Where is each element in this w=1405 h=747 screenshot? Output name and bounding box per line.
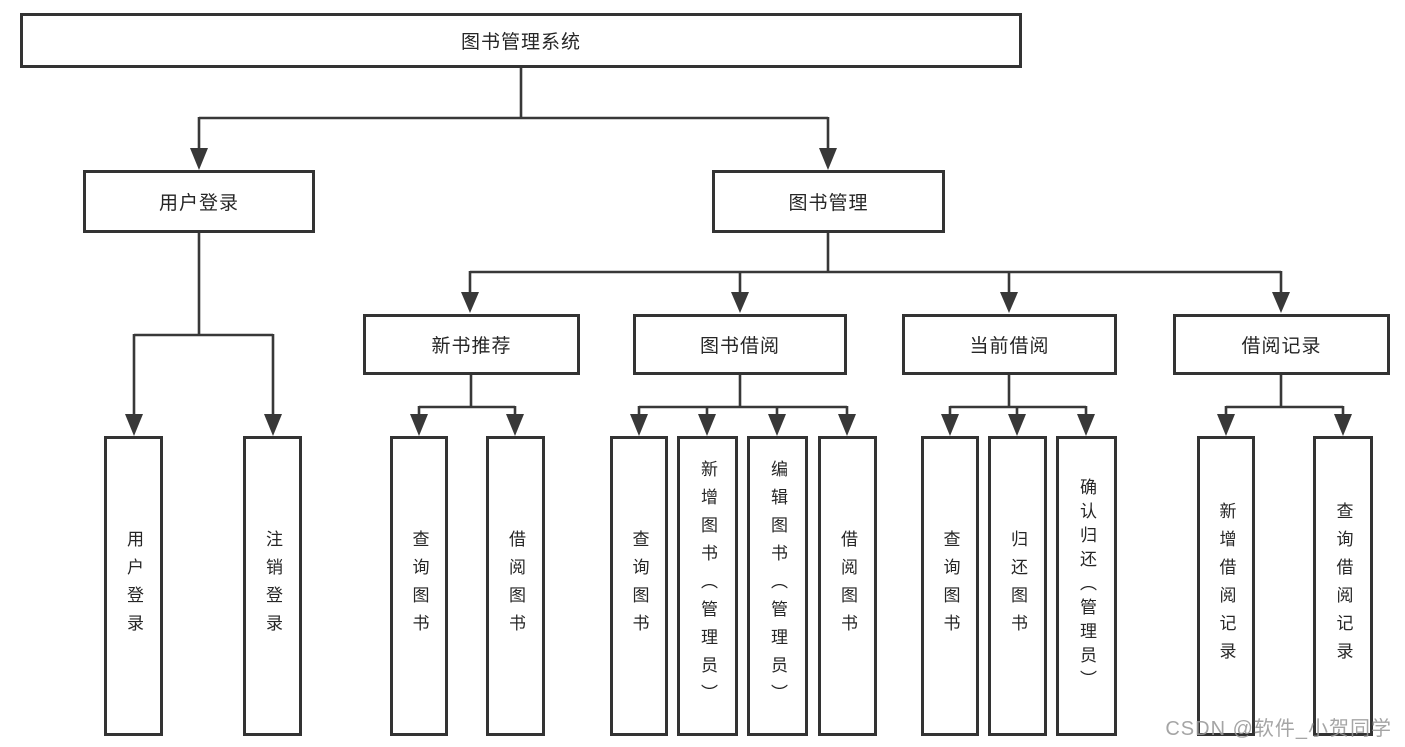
node-library-management-system: 图书管理系统 [20,13,1022,68]
leaf-query-book: 查询图书 [610,436,668,736]
leaf-borrow-book: 借阅图书 [818,436,877,736]
leaf-confirm-return-admin: 确认归还（管理员） [1056,436,1117,736]
leaf-return-book: 归还图书 [988,436,1047,736]
node-book-management: 图书管理 [712,170,945,233]
leaf-query-book: 查询图书 [390,436,448,736]
node-user-login: 用户登录 [83,170,315,233]
leaf-add-book-admin: 新增图书（管理员） [677,436,738,736]
node-current-borrowing: 当前借阅 [902,314,1117,375]
leaf-borrow-book: 借阅图书 [486,436,545,736]
leaf-edit-book-admin: 编辑图书（管理员） [747,436,808,736]
leaf-logout: 注销登录 [243,436,302,736]
node-borrow-records: 借阅记录 [1173,314,1390,375]
leaf-query-book: 查询图书 [921,436,979,736]
leaf-add-borrow-record: 新增借阅记录 [1197,436,1255,736]
node-book-borrowing: 图书借阅 [633,314,847,375]
leaf-user-login: 用户登录 [104,436,163,736]
csdn-watermark: CSDN @软件_小贺同学 [1165,718,1392,740]
leaf-query-borrow-record: 查询借阅记录 [1313,436,1373,736]
node-new-book-recommend: 新书推荐 [363,314,580,375]
